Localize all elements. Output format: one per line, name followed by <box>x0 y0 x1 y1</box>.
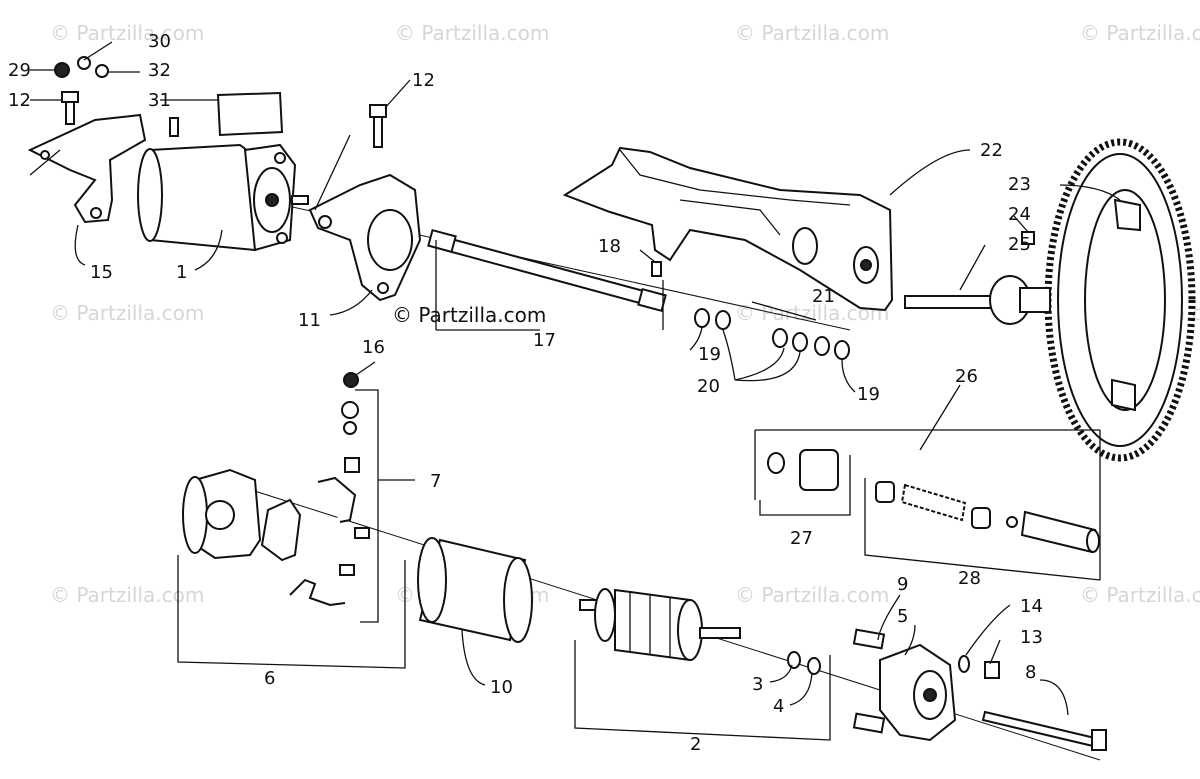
watermark: © Partzilla.com <box>50 21 204 45</box>
brush-holder <box>182 468 302 562</box>
through-bolt <box>981 710 1107 751</box>
callout-9: 9 <box>897 574 908 595</box>
callout-27: 27 <box>790 528 813 549</box>
callout-4: 4 <box>773 696 784 717</box>
callout-16: 16 <box>362 337 385 358</box>
callout-18: 18 <box>598 236 621 257</box>
nut-13 <box>984 661 1000 679</box>
callout-6: 6 <box>264 668 275 689</box>
drive-kit <box>767 449 1100 554</box>
callout-1: 1 <box>176 262 187 283</box>
callout-10: 10 <box>490 677 513 698</box>
washer-20-right <box>772 328 808 352</box>
support-bracket <box>308 173 422 302</box>
bolt-9-lower <box>852 712 886 734</box>
callout-17: 17 <box>533 330 556 351</box>
callout-30: 30 <box>148 31 171 52</box>
watermark: © Partzilla.com <box>1080 21 1200 45</box>
callout-32: 32 <box>148 60 171 81</box>
drive-pinion <box>904 275 1051 325</box>
watermark: © Partzilla.com <box>50 583 204 607</box>
washer-3 <box>787 651 801 669</box>
ring-gear <box>1044 138 1196 462</box>
callout-2: 2 <box>690 734 701 755</box>
watermark: © Partzilla.com <box>395 21 549 45</box>
bolt-12-right <box>369 104 387 148</box>
washer-30 <box>77 56 91 70</box>
callout-12: 12 <box>412 70 435 91</box>
callout-19: 19 <box>698 344 721 365</box>
callout-11: 11 <box>298 310 321 331</box>
callout-14: 14 <box>1020 596 1043 617</box>
callout-21: 21 <box>812 286 835 307</box>
watermark: © Partzilla.com <box>735 21 889 45</box>
callout-23: 23 <box>1008 174 1031 195</box>
drive-shaft <box>427 228 667 313</box>
set-screw <box>651 261 662 277</box>
group-brackets <box>177 389 1101 741</box>
washer-14 <box>958 655 970 673</box>
yoke-housing <box>417 537 533 643</box>
callout-7: 7 <box>430 471 441 492</box>
callout-28: 28 <box>958 568 981 589</box>
bolt-9-upper <box>852 628 886 650</box>
callout-25: 25 <box>1008 234 1031 255</box>
washer-21 <box>814 336 830 356</box>
callout-12: 12 <box>8 90 31 111</box>
callout-19: 19 <box>857 384 880 405</box>
callout-26: 26 <box>955 366 978 387</box>
watermark: © Partzilla.com <box>50 301 204 325</box>
callout-22: 22 <box>980 140 1003 161</box>
starter-motor <box>137 117 309 252</box>
hex-nut-29 <box>54 62 70 78</box>
label-plate-31 <box>216 91 284 137</box>
lock-washer-32 <box>95 64 109 78</box>
leader-lines <box>30 41 1121 716</box>
mounting-bracket <box>27 113 147 224</box>
washer-20-left <box>715 310 731 330</box>
callout-8: 8 <box>1025 662 1036 683</box>
brush-parts-group <box>289 372 370 607</box>
washer-4 <box>807 657 821 675</box>
callout-29: 29 <box>8 60 31 81</box>
armature <box>579 588 741 662</box>
engine-bracket <box>562 146 894 312</box>
callout-numbers: 30 29 32 12 31 12 15 1 11 22 23 24 25 18… <box>8 31 1043 755</box>
washer-19-right <box>834 340 850 360</box>
callout-13: 13 <box>1020 627 1043 648</box>
callout-15: 15 <box>90 262 113 283</box>
callout-20: 20 <box>697 376 720 397</box>
callout-24: 24 <box>1008 204 1031 225</box>
watermark-main: © Partzilla.com <box>392 303 546 327</box>
watermark: © Partzilla.com <box>1080 583 1200 607</box>
watermark: © Partzilla.com <box>735 583 889 607</box>
callout-3: 3 <box>752 674 763 695</box>
end-cover <box>879 643 957 742</box>
callout-31: 31 <box>148 90 171 111</box>
callout-5: 5 <box>897 606 908 627</box>
washer-19-left <box>694 308 710 328</box>
bolt-12-left <box>61 91 79 125</box>
